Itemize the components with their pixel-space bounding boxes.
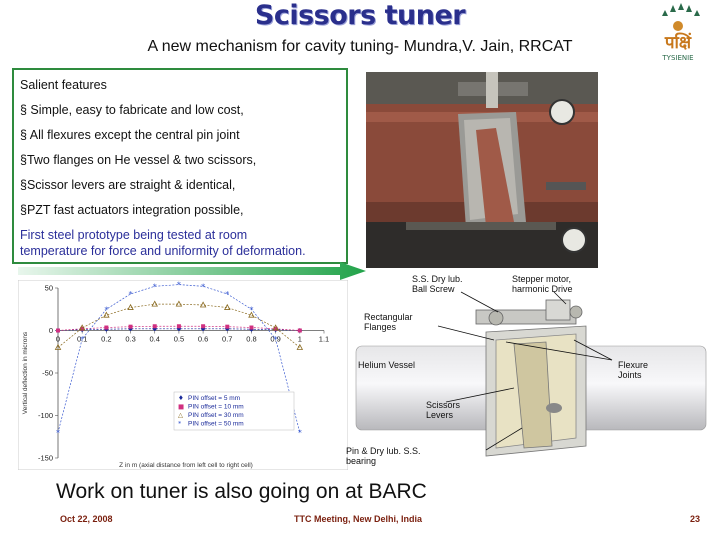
legend-marker: ♦ [178, 394, 184, 402]
feature-item: § All flexures except the central pin jo… [20, 128, 240, 142]
data-point [249, 325, 254, 330]
prototype-photo [366, 72, 598, 268]
footer-date: Oct 22, 2008 [60, 514, 113, 524]
data-point [78, 324, 86, 331]
y-tick-label: -100 [38, 411, 53, 420]
sun-icon [673, 21, 683, 31]
tuner-schematic: S.S. Dry lub. Ball Screw Stepper motor, … [346, 270, 714, 480]
scissors-levers-label: Scissors Levers [426, 400, 461, 421]
footer-event: TTC Meeting, New Delhi, India [294, 514, 423, 524]
x-axis-label: Z in m (axial distance from left cell to… [119, 462, 253, 469]
data-point [272, 324, 279, 331]
series-line [57, 303, 301, 348]
data-point: * [201, 282, 205, 291]
data-point [224, 326, 230, 332]
data-point [152, 324, 157, 329]
feature-item: §Two flanges on He vessel & two scissors… [20, 153, 257, 167]
data-point: * [153, 282, 157, 291]
x-tick-label: 0.2 [101, 335, 111, 344]
helium-vessel-label: Helium Vessel [358, 360, 416, 370]
series-line [57, 325, 300, 331]
x-tick-label: 0 [56, 335, 60, 344]
data-point [54, 343, 62, 350]
data-point: * [274, 335, 278, 344]
data-point [175, 300, 183, 307]
ball-screw-label: S.S. Dry lub. Ball Screw [412, 274, 463, 295]
data-point [151, 300, 158, 307]
legend-entry: PIN offset = 10 mm [188, 404, 244, 411]
x-tick-label: 0.7 [222, 335, 232, 344]
x-tick-label: 0.4 [150, 335, 160, 344]
data-point: * [249, 305, 253, 314]
rectangular-flanges-label: Rectangular Flanges [364, 312, 413, 333]
y-tick-label: 50 [45, 284, 53, 293]
feature-item: §Scissor levers are straight & identical… [20, 178, 236, 192]
barc-note: Work on tuner is also going on at BARC [56, 480, 427, 503]
feature-item: § Simple, easy to fabricate and low cost… [20, 103, 244, 117]
legend-box [173, 391, 295, 431]
data-point: * [56, 429, 60, 438]
data-point [104, 325, 109, 330]
x-tick-label: 0.6 [198, 335, 208, 344]
slide-title: Scissors tuner [254, 0, 466, 31]
slide-subtitle: A new mechanism for cavity tuning- Mundr… [147, 38, 573, 55]
conference-logo: पक्षिं TYSIENIE [661, 3, 700, 62]
feature-item: §PZT fast actuators integration possible… [20, 203, 244, 217]
legend-marker: ■ [178, 403, 184, 411]
data-point [273, 326, 278, 331]
green-arrow-icon [18, 262, 366, 280]
data-point [176, 326, 182, 332]
legend-marker: * [178, 420, 182, 428]
data-point [224, 303, 231, 310]
x-tick-label: 1.1 [319, 335, 329, 344]
data-point [296, 343, 304, 350]
logo-text: पक्षिं [664, 32, 692, 53]
data-point: * [80, 335, 84, 344]
data-point [80, 326, 85, 331]
logo-caption: TYSIENIE [661, 54, 693, 62]
footer-page-number: 23 [690, 514, 701, 524]
data-point: * [225, 290, 229, 299]
data-point [152, 326, 158, 332]
data-point [297, 328, 302, 333]
legend-entry: PIN offset = 50 mm [188, 421, 244, 428]
data-point: * [129, 290, 133, 299]
y-tick-label: -50 [42, 369, 53, 378]
y-tick-label: -150 [38, 454, 53, 463]
x-tick-label: 0.1 [77, 335, 87, 344]
prototype-note-line-1: First steel prototype being tested at ro… [20, 228, 248, 242]
legend-marker: △ [178, 411, 183, 419]
data-point [56, 328, 60, 333]
y-tick-label: 0 [49, 326, 53, 335]
x-tick-label: 0.8 [246, 335, 256, 344]
data-point [103, 311, 110, 318]
pin-bearing-label: Pin & Dry lub. S.S. bearing [346, 446, 421, 467]
stepper-motor-label: Stepper motor, harmonic Drive [512, 274, 573, 295]
salient-features-box: Salient features § Simple, easy to fabri… [12, 68, 348, 264]
x-tick-label: 0.3 [125, 335, 135, 344]
prototype-note-line-2: temperature for force and uniformity of … [20, 244, 306, 258]
data-point [176, 324, 181, 329]
deflection-chart: 50 0 -50 -100 -150 0 0.1 0.2 0.3 0.4 0.5 0.6 0.7 0.8… [18, 280, 348, 470]
data-point [201, 324, 206, 329]
data-point [225, 324, 230, 329]
data-point [199, 301, 207, 308]
data-point [200, 326, 206, 332]
features-heading: Salient features [20, 78, 107, 92]
data-point: * [298, 429, 302, 438]
schematic-drawing [355, 291, 707, 457]
flexure-joints-label: Flexure Joints [618, 360, 649, 381]
data-point [128, 326, 134, 332]
data-point [128, 324, 133, 329]
data-point [127, 303, 134, 310]
data-point [248, 311, 255, 318]
legend-entry: PIN offset = 30 mm [188, 412, 244, 419]
data-point: * [177, 281, 181, 290]
y-axis-label: Vertical deflection in microns [22, 331, 29, 414]
data-point: * [104, 305, 108, 314]
x-tick-label: 1 [298, 335, 302, 344]
legend-entry: PIN offset = 5 mm [188, 395, 240, 402]
bird-arc-icon [662, 3, 700, 16]
x-tick-label: 0.5 [174, 335, 184, 344]
